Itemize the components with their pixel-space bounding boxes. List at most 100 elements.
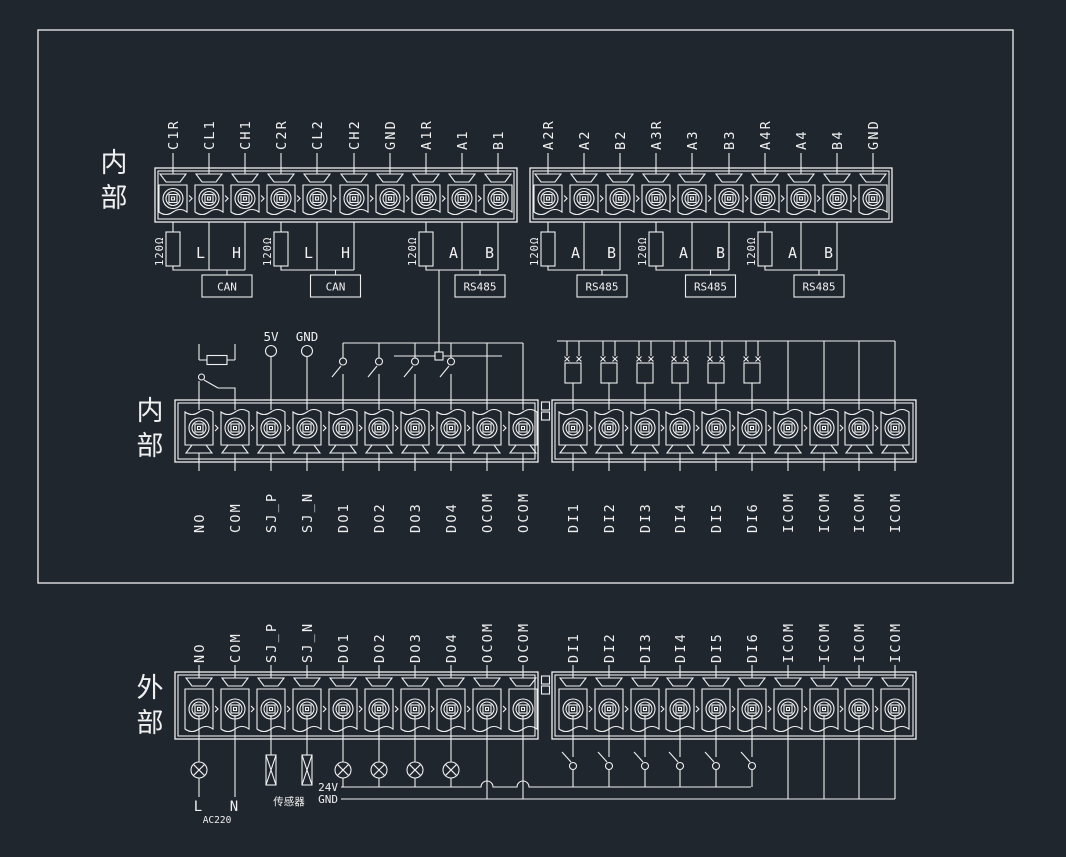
terminal-clamp [436, 677, 466, 687]
terminal-screw-slot [312, 193, 322, 204]
lamp-icon [192, 763, 206, 777]
terminal-label: OCOM [480, 492, 496, 533]
opto-led-mark [600, 356, 606, 362]
terminal-screw [851, 420, 867, 436]
block-joint-tab [540, 401, 551, 411]
cell-divider-tick [394, 424, 399, 432]
terminal-body [594, 408, 624, 446]
terminal-screw-slot [832, 193, 842, 204]
terminal-body [750, 184, 780, 216]
bus-pin-label: L [304, 244, 313, 262]
terminal-body [569, 184, 599, 216]
cell-divider-tick [744, 195, 749, 202]
termination-resistor [418, 231, 434, 267]
terminal-clamp [508, 677, 538, 687]
terminal-screw [198, 187, 220, 210]
rail-24v-label: 24V [318, 781, 338, 794]
terminal-block-bottom_left [174, 671, 539, 740]
terminal-block-middle_left [174, 399, 539, 463]
terminal-label: A4 [794, 129, 810, 150]
switch-icon [331, 365, 342, 378]
terminal-body [701, 408, 731, 446]
terminal-clamp [569, 173, 599, 183]
terminal-screw [368, 417, 390, 439]
cell-divider-tick [322, 705, 327, 713]
terminal-clamp [701, 444, 731, 454]
cell-divider-tick [332, 195, 337, 202]
terminal-label: DO2 [372, 502, 388, 533]
switch-icon [675, 761, 685, 771]
terminal-screw [780, 420, 796, 436]
terminal-clamp [809, 444, 839, 454]
cell-divider-tick [214, 424, 219, 432]
terminal-screw-slot [854, 704, 864, 714]
opto-led-mark [755, 356, 761, 362]
terminal-block-inner-bottom_left [177, 674, 536, 737]
section-label-internal_middle: 部 [137, 431, 164, 462]
block-joint-tab [540, 411, 551, 421]
terminal-screw-slot [446, 423, 456, 433]
terminal-body [184, 408, 214, 446]
terminal-screw [705, 417, 727, 439]
cell-divider-tick [695, 705, 700, 713]
cell-divider-tick [803, 705, 808, 713]
terminal-screw [263, 420, 279, 436]
terminal-screw-slot [783, 423, 793, 433]
terminal-clamp [786, 173, 816, 183]
terminal-body [400, 408, 430, 446]
terminal-screw-slot [376, 706, 382, 712]
terminal-clamp [594, 444, 624, 454]
terminal-screw-slot [374, 704, 384, 714]
terminal-body [292, 408, 322, 446]
terminal-screw [829, 190, 845, 207]
terminal-clamp [714, 173, 744, 183]
switch-icon [640, 761, 650, 771]
terminal-screw [224, 417, 246, 439]
bus-pin-label: B [607, 244, 616, 262]
terminal-screw [227, 420, 243, 436]
terminal-screw [407, 420, 423, 436]
cell-divider-tick [214, 705, 219, 713]
terminal-label: DO2 [372, 632, 388, 663]
terminal-screw-slot [651, 193, 661, 204]
terminal-clamp [230, 173, 260, 183]
wire [425, 266, 498, 271]
terminal-screw-slot [194, 704, 204, 714]
terminal-screw [862, 187, 884, 210]
block-joint-tab [540, 675, 551, 685]
terminal-body [339, 184, 369, 216]
opto-led-mark [707, 356, 713, 362]
cell-divider-tick [599, 195, 604, 202]
terminal-clamp [677, 173, 707, 183]
terminal-label: DI4 [673, 502, 689, 533]
cell-divider-tick [588, 424, 593, 432]
block-joint-tab [540, 685, 551, 695]
terminal-clamp [822, 173, 852, 183]
terminal-screw-slot [457, 193, 467, 204]
terminal-body [436, 408, 466, 446]
terminal-screw-slot [856, 425, 862, 431]
cell-divider-tick [250, 424, 255, 432]
cell-divider-tick [780, 195, 785, 202]
terminal-screw-slot [340, 706, 346, 712]
terminal-screw-slot [232, 706, 238, 712]
terminal-label: B4 [830, 129, 846, 150]
terminal-label: B3 [722, 129, 738, 150]
relay-coil [206, 354, 228, 366]
rs485-box-label: RS485 [463, 281, 496, 294]
terminal-clamp [844, 444, 874, 454]
terminal-screw-slot [376, 425, 382, 431]
terminal-label: DI6 [745, 632, 761, 663]
switch-icon [747, 761, 757, 771]
terminal-label: A2R [541, 119, 557, 150]
cell-divider-tick [588, 705, 593, 713]
terminal-screw [309, 190, 325, 207]
testpoint-circle [264, 344, 278, 358]
section-label-internal_top: 内 [101, 148, 128, 179]
terminal-screw-slot [568, 423, 578, 433]
cell-divider-tick [660, 424, 665, 432]
terminal-screw-slot [615, 193, 625, 204]
terminal-screw [440, 417, 462, 439]
terminal-label: DO4 [444, 502, 460, 533]
